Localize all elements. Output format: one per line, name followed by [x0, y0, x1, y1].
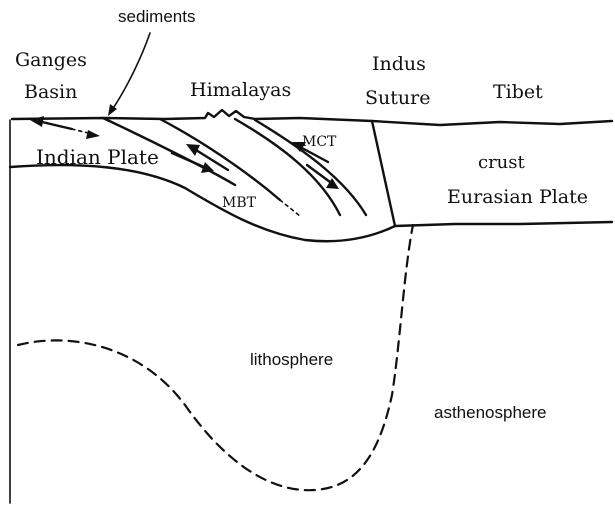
sediments-pointer-arrow — [108, 33, 150, 116]
mbt-fault-line — [160, 119, 280, 200]
label-asthenosphere: asthenosphere — [434, 403, 546, 422]
label-indus-line1: Indus — [372, 53, 426, 75]
label-ganges-line1: Ganges — [15, 49, 87, 71]
label-eurasian-plate: Eurasian Plate — [447, 186, 588, 208]
label-tibet: Tibet — [493, 81, 543, 103]
label-himalayas: Himalayas — [190, 79, 291, 101]
label-indus-line2: Suture — [365, 87, 430, 109]
lithosphere-base-dashed-line — [18, 225, 413, 490]
label-lithosphere: lithosphere — [250, 350, 333, 369]
label-ganges-line2: Basin — [24, 81, 77, 103]
mbt-fault-dotted — [280, 200, 300, 216]
label-indian-plate: Indian Plate — [36, 145, 159, 169]
label-sediments: sediments — [118, 7, 195, 26]
label-mct: MCT — [302, 134, 337, 150]
eurasian-plate-base-line — [395, 222, 612, 226]
label-crust: crust — [478, 152, 526, 173]
indian-plate-base-line — [10, 165, 395, 241]
label-mbt: MBT — [222, 195, 257, 211]
indus-suture-line — [372, 121, 395, 226]
